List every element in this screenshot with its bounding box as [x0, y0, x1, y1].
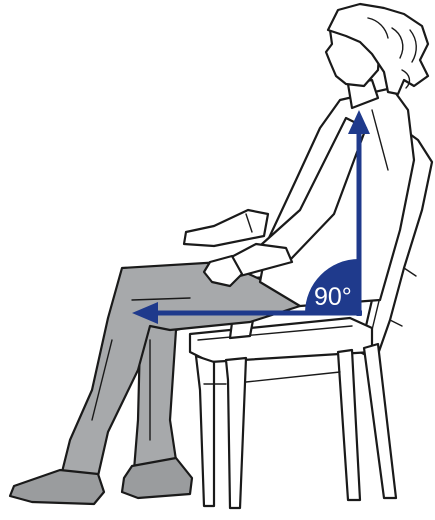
person-leg-front	[62, 262, 300, 476]
seated-person	[10, 4, 428, 504]
person-arm-far	[184, 210, 268, 246]
chair-front-leg-right	[226, 358, 246, 508]
person-shoe-back	[122, 458, 192, 498]
angle-label: 90°	[314, 283, 352, 311]
person-shoe-front	[10, 470, 104, 504]
chair-back-leg-left	[338, 350, 360, 500]
chair-back-leg-right	[364, 344, 396, 498]
chair-front-leg-left	[196, 356, 214, 506]
